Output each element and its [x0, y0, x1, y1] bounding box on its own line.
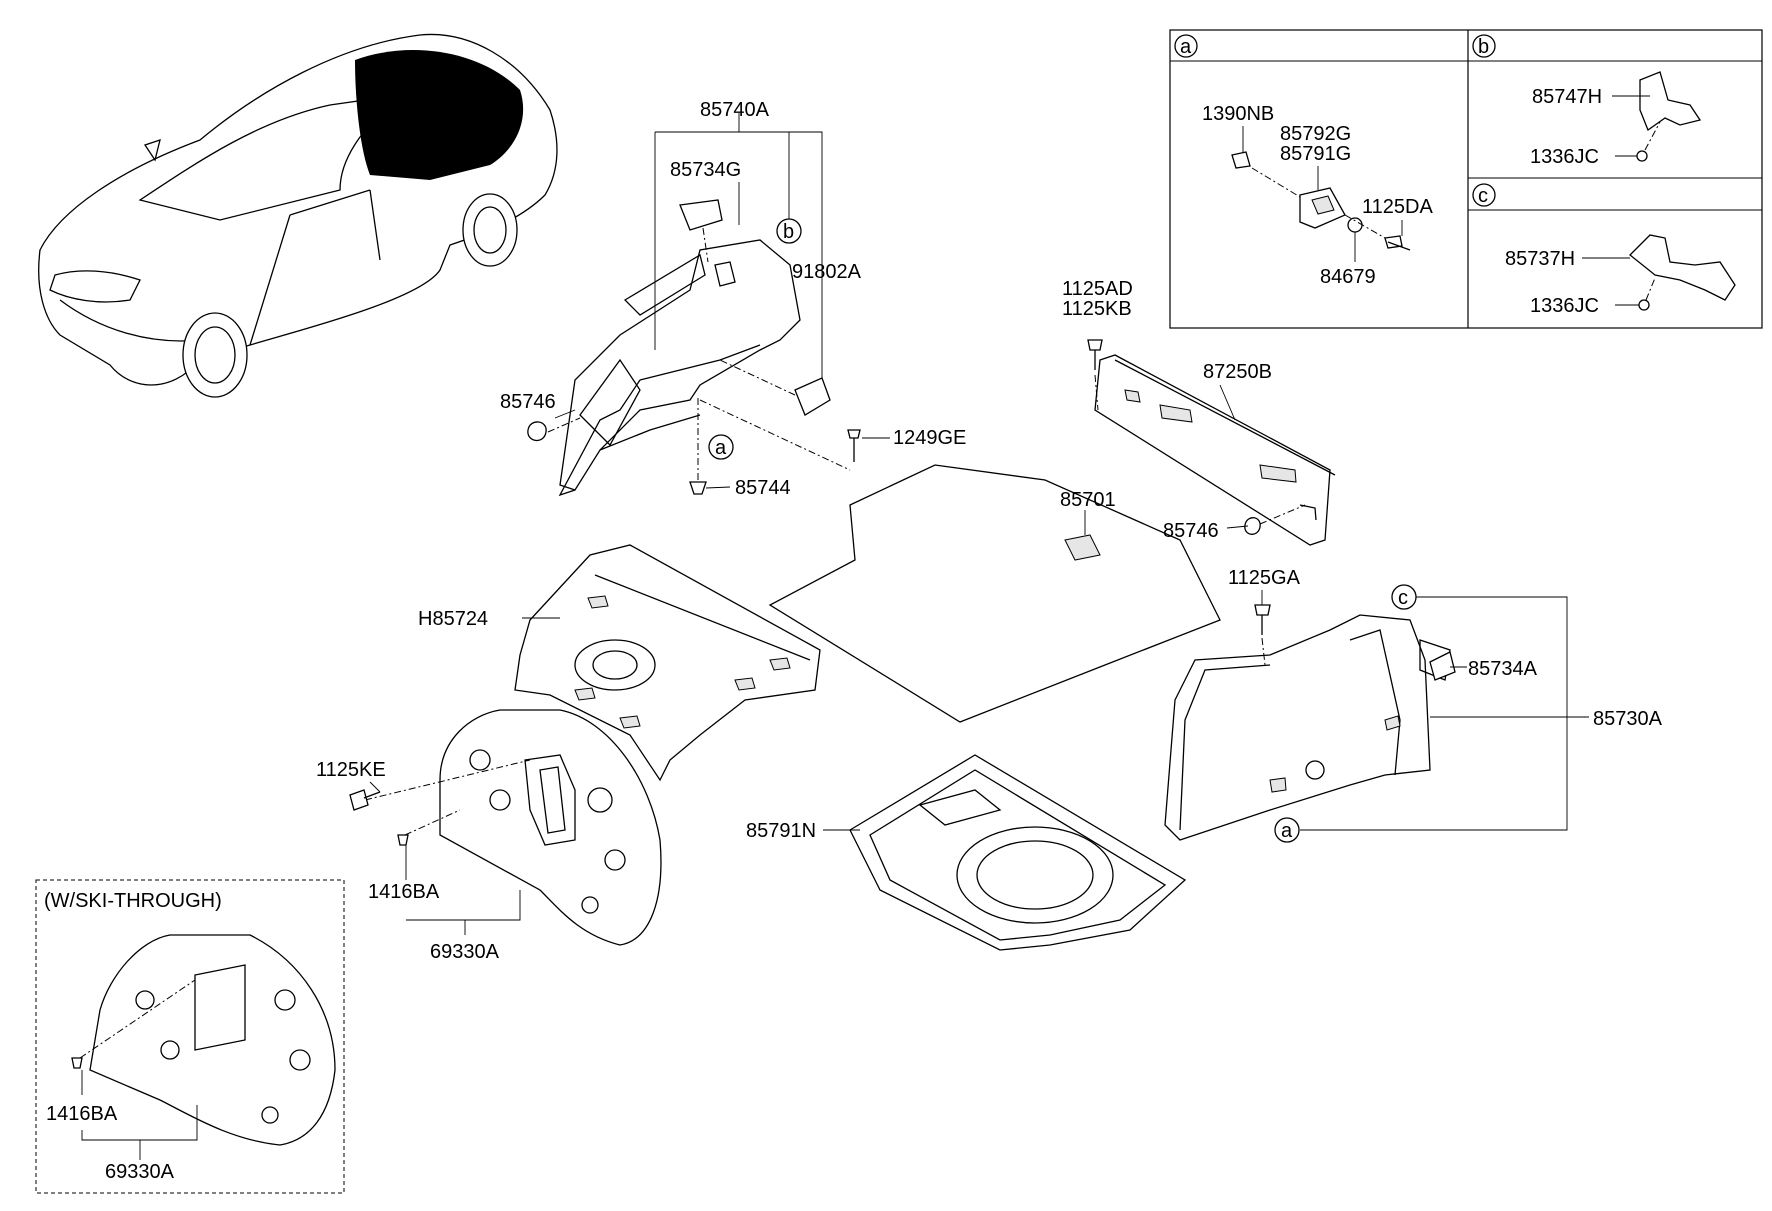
callout-a-left: a — [708, 434, 734, 460]
label-85701: 85701 — [1060, 489, 1116, 511]
fastener-85734G — [679, 199, 723, 263]
label-1125GA: 1125GA — [1228, 567, 1301, 589]
label-1249GE: 1249GE — [893, 427, 966, 449]
label-1336JC-b: 1336JC — [1530, 146, 1599, 168]
bolt-1125KE — [349, 789, 381, 811]
label-85747H: 85747H — [1532, 86, 1602, 108]
label-69330A-main: 69330A — [430, 941, 500, 963]
label-85740A: 85740A — [700, 99, 770, 121]
label-1125KE: 1125KE — [316, 759, 386, 781]
detail-c: c 85737H 1336JC — [1472, 183, 1736, 317]
trunk-mat-85701 — [768, 464, 1221, 723]
label-1416BA-main: 1416BA — [368, 881, 440, 903]
label-85791G: 85791G — [1280, 143, 1351, 165]
callout-b-left: b — [776, 218, 802, 244]
floor-tray-85791N — [849, 754, 1187, 951]
package-tray-H85724 — [514, 544, 821, 782]
ski-through-title: (W/SKI-THROUGH) — [44, 890, 222, 912]
clip-85744 — [689, 395, 707, 495]
seat-back-panel-69330A — [364, 709, 662, 946]
rear-trim-87250B — [1094, 354, 1336, 546]
label-85744: 85744 — [735, 477, 791, 499]
label-85734A: 85734A — [1468, 658, 1538, 680]
ski-through-inset: (W/SKI-THROUGH) 1416BA 69330A — [35, 879, 345, 1194]
screw-1249GE — [699, 399, 861, 471]
svg-text:c: c — [1398, 587, 1408, 609]
label-85734G: 85734G — [670, 159, 741, 181]
right-trunk-trim-85730A — [1164, 614, 1451, 841]
label-85730A: 85730A — [1593, 708, 1663, 730]
label-85737H: 85737H — [1505, 248, 1575, 270]
fastener-85734A — [1429, 651, 1456, 681]
label-1390NB: 1390NB — [1202, 103, 1274, 125]
detail-a: a 1390NB 85792G 85791G 1125DA 84679 — [1174, 34, 1433, 288]
left-trunk-trim-85740A — [558, 239, 801, 497]
label-1125DA: 1125DA — [1362, 196, 1433, 218]
bolt-1125GA — [1254, 604, 1271, 666]
cover-91802A — [719, 359, 831, 416]
svg-text:c: c — [1478, 185, 1488, 207]
svg-text:a: a — [715, 437, 727, 459]
label-85792G: 85792G — [1280, 123, 1351, 145]
vehicle-illustration — [38, 33, 558, 398]
callout-c-right: c — [1391, 584, 1417, 610]
label-1336JC-c: 1336JC — [1530, 295, 1599, 317]
label-1125AD: 1125AD — [1062, 278, 1133, 300]
label-85746-right: 85746 — [1163, 520, 1219, 542]
clip-85746-right — [1244, 504, 1306, 535]
clip-85746-left — [527, 417, 581, 442]
label-69330A-ski: 69330A — [105, 1161, 175, 1183]
label-87250B: 87250B — [1203, 361, 1272, 383]
detail-table: a 1390NB 85792G 85791G 1125DA 84679 b 85… — [1169, 29, 1763, 329]
label-85746-left: 85746 — [500, 391, 556, 413]
label-85791N: 85791N — [746, 820, 816, 842]
svg-text:a: a — [1180, 36, 1192, 58]
svg-text:b: b — [1478, 36, 1489, 58]
label-84679: 84679 — [1320, 266, 1376, 288]
svg-text:b: b — [783, 221, 794, 243]
label-91802A: 91802A — [792, 261, 862, 283]
svg-text:a: a — [1281, 820, 1293, 842]
label-1416BA-ski: 1416BA — [46, 1103, 118, 1125]
label-1125KB: 1125KB — [1062, 298, 1132, 320]
callout-a-right: a — [1274, 817, 1300, 843]
bolt-1125AD-1125KB — [1087, 339, 1103, 411]
detail-b: b 85747H 1336JC — [1472, 34, 1702, 168]
leader-lines — [369, 113, 1589, 935]
label-H85724: H85724 — [418, 608, 488, 630]
